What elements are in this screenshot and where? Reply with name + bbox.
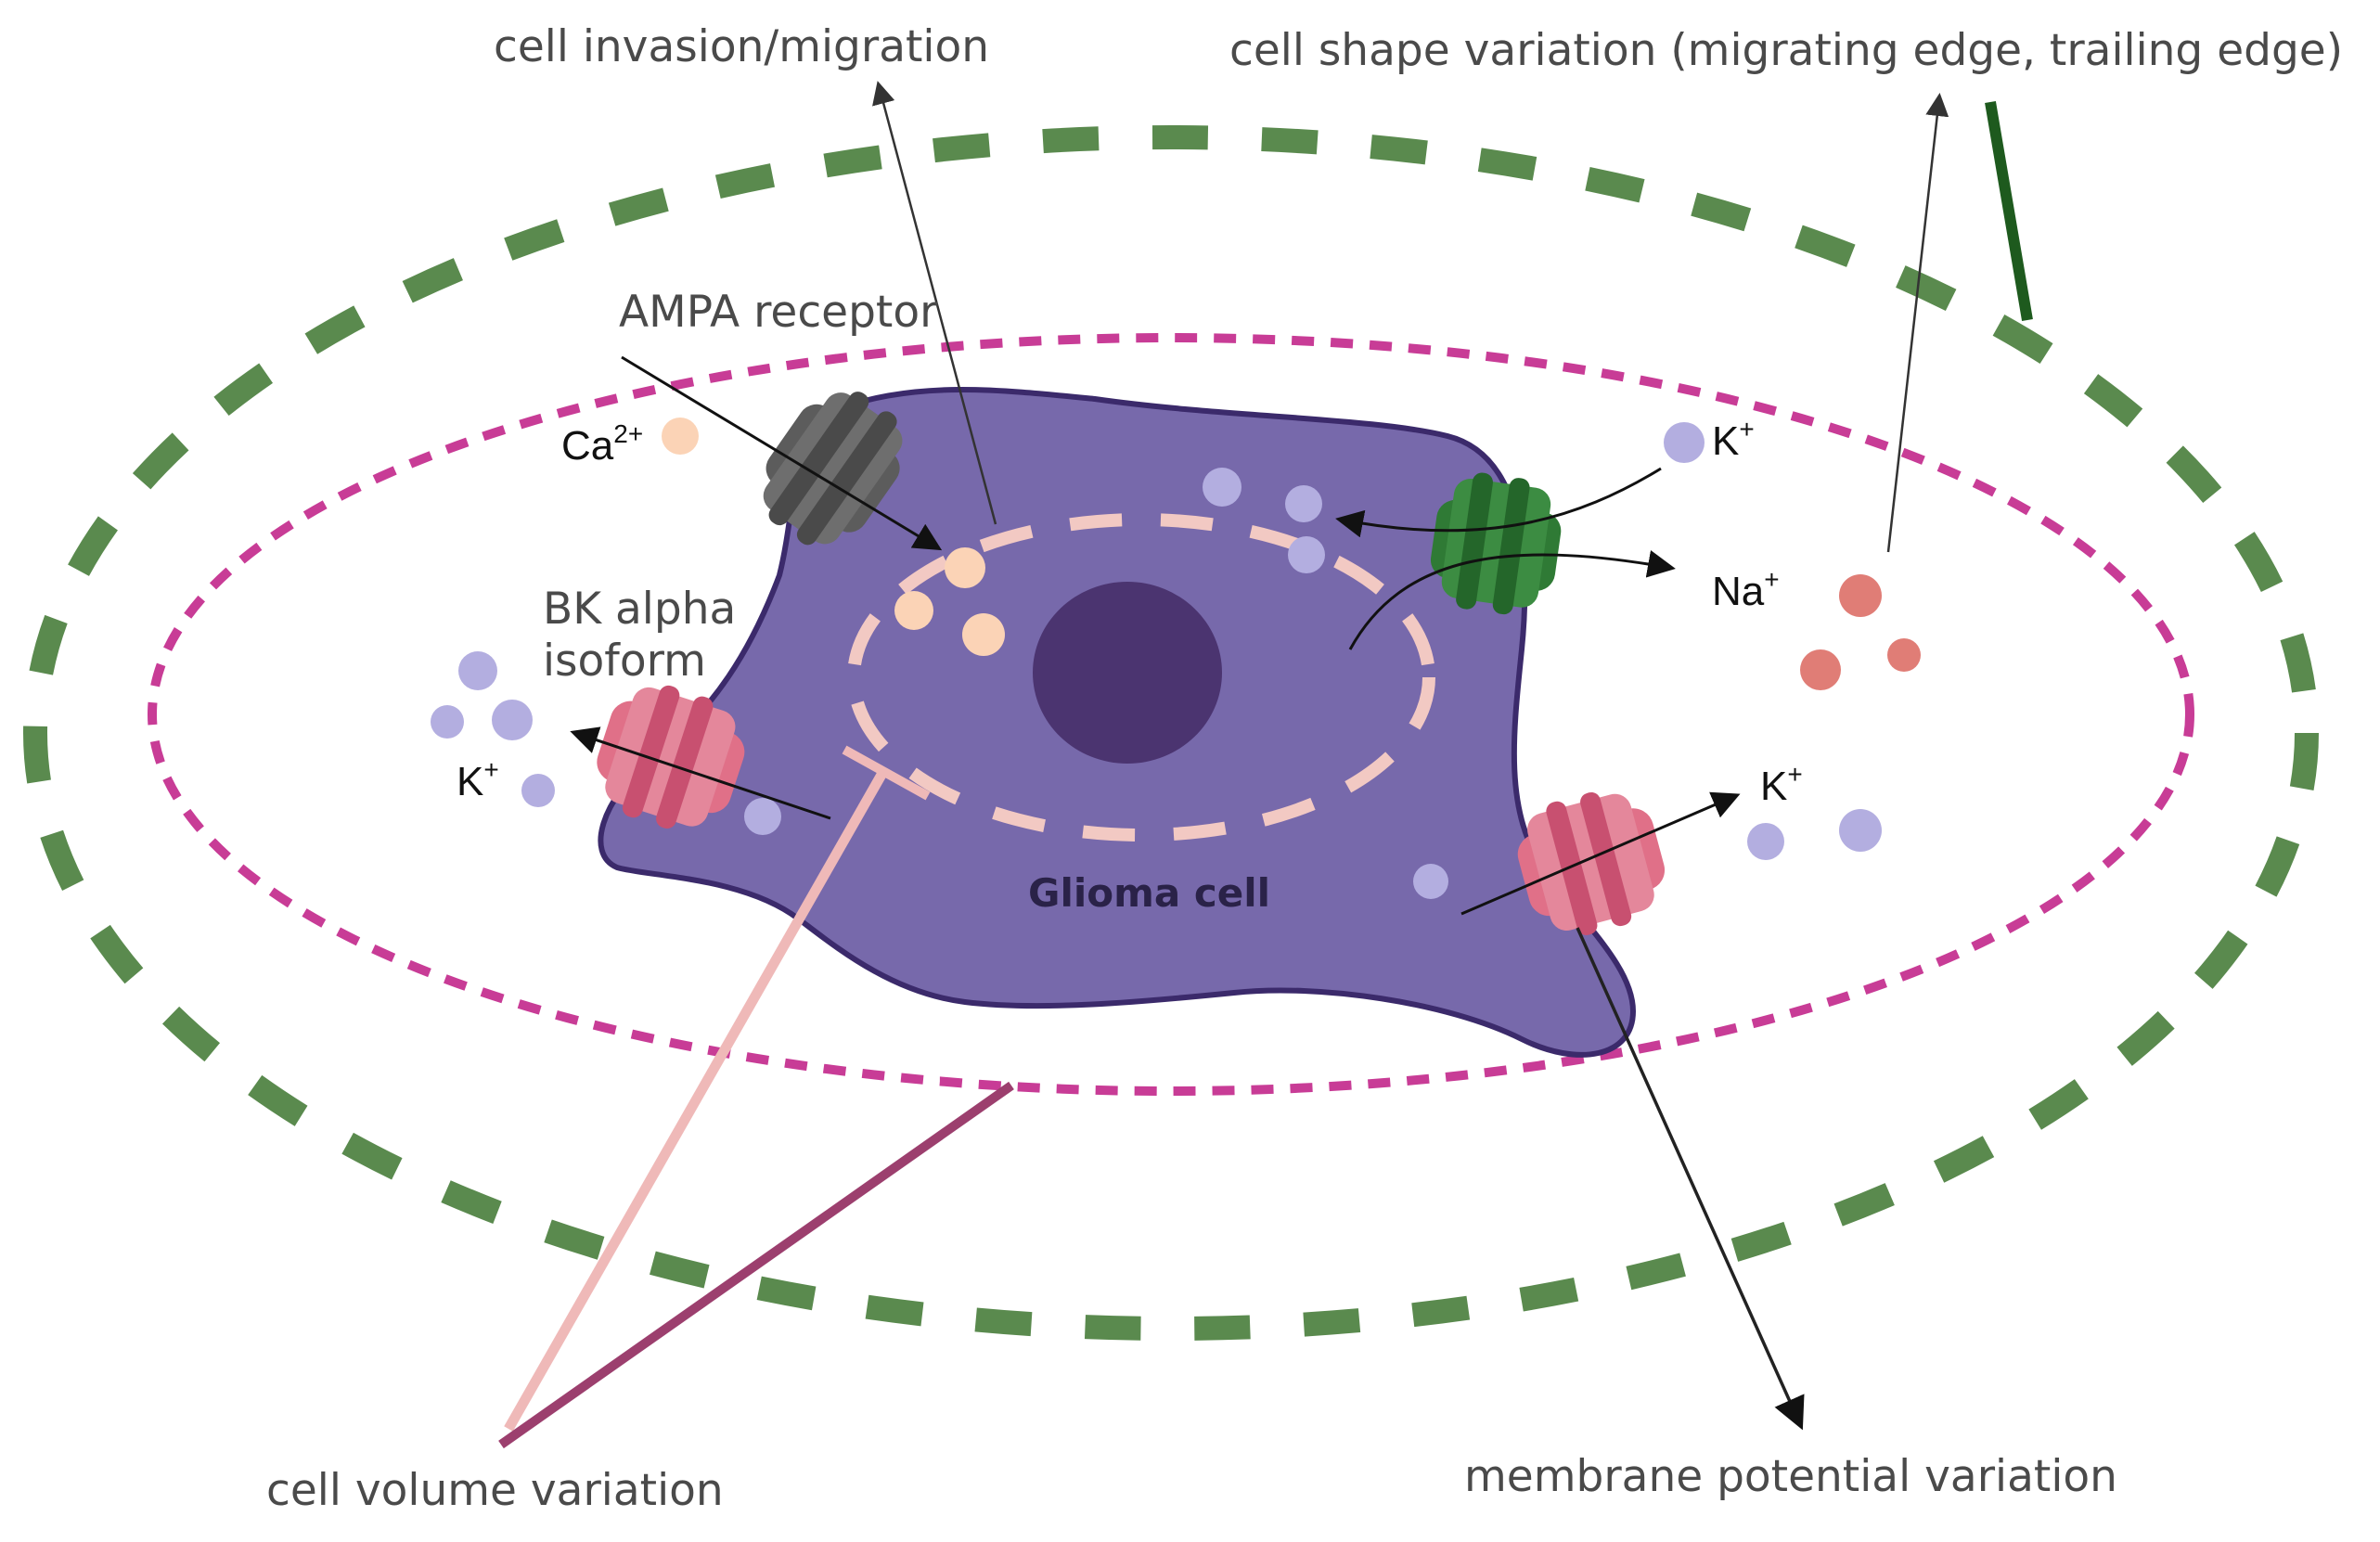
- bk-efflux-arrow: [570, 726, 831, 820]
- potassium-dot: [1664, 422, 1705, 463]
- ion-label-ca: Ca2+: [561, 419, 643, 469]
- potassium-dot: [492, 700, 533, 740]
- shape-arrow: [1886, 93, 1949, 553]
- nucleus: [1033, 582, 1222, 764]
- label-glioma-cell: Glioma cell: [1028, 870, 1270, 916]
- potassium-dot: [1285, 485, 1322, 522]
- label-bk-isoform: isoform: [543, 636, 706, 687]
- calcium-dot: [662, 418, 699, 455]
- volume-line-inhibition-bar: [842, 745, 931, 801]
- volume-line-outer: [498, 1081, 1014, 1449]
- ion-label-k-left: K+: [457, 755, 499, 804]
- potassium-dot: [431, 705, 464, 739]
- k-channel-right: [1517, 791, 1666, 935]
- potassium-dots: [431, 422, 1882, 899]
- shape-indicator-bar: [1985, 100, 2033, 322]
- calcium-dot: [945, 547, 985, 588]
- sodium-dots: [1800, 574, 1921, 690]
- potassium-dot: [1203, 468, 1241, 507]
- calcium-dot: [894, 591, 933, 630]
- calcium-dot: [962, 613, 1005, 656]
- k-efflux-arrow-right: [1460, 791, 1741, 916]
- potassium-dot: [521, 774, 555, 807]
- potassium-dot: [1839, 809, 1882, 852]
- label-ampa-receptor: AMPA receptor: [619, 287, 938, 338]
- sodium-dot: [1800, 649, 1841, 690]
- volume-line-inhibition: [504, 772, 886, 1432]
- ion-label-na: Na+: [1712, 565, 1780, 614]
- ampa-receptor-channel: [763, 392, 903, 546]
- sodium-dot: [1887, 638, 1921, 672]
- nuclear-envelope: [847, 513, 1435, 842]
- potassium-dot: [1413, 864, 1448, 899]
- k-influx-arrow: [1335, 467, 1662, 538]
- sodium-dot: [1839, 574, 1882, 617]
- label-cell-volume: cell volume variation: [266, 1465, 724, 1516]
- label-cell-invasion: cell invasion/migration: [494, 21, 989, 72]
- potassium-dot: [1288, 536, 1325, 573]
- label-bk-alpha: BK alpha: [543, 584, 736, 635]
- potassium-dot: [458, 651, 497, 690]
- ion-label-k-top: K+: [1712, 415, 1755, 464]
- potassium-dot: [744, 798, 781, 835]
- inner-dashed-ring: [148, 333, 2194, 1096]
- potassium-dot: [1747, 823, 1784, 860]
- label-cell-shape: cell shape variation (migrating edge, tr…: [1229, 25, 2343, 76]
- bk-alpha-channel: [597, 685, 745, 829]
- calcium-dots: [662, 418, 1005, 656]
- ion-label-k-right: K+: [1760, 760, 1803, 809]
- membrane-potential-arrow: [1576, 927, 1805, 1431]
- label-membrane-potential: membrane potential variation: [1464, 1451, 2117, 1502]
- outer-dashed-ring: [23, 125, 2319, 1341]
- na-efflux-arrow: [1348, 550, 1676, 650]
- invasion-arrow: [872, 81, 997, 525]
- ampa-arrow: [621, 355, 943, 551]
